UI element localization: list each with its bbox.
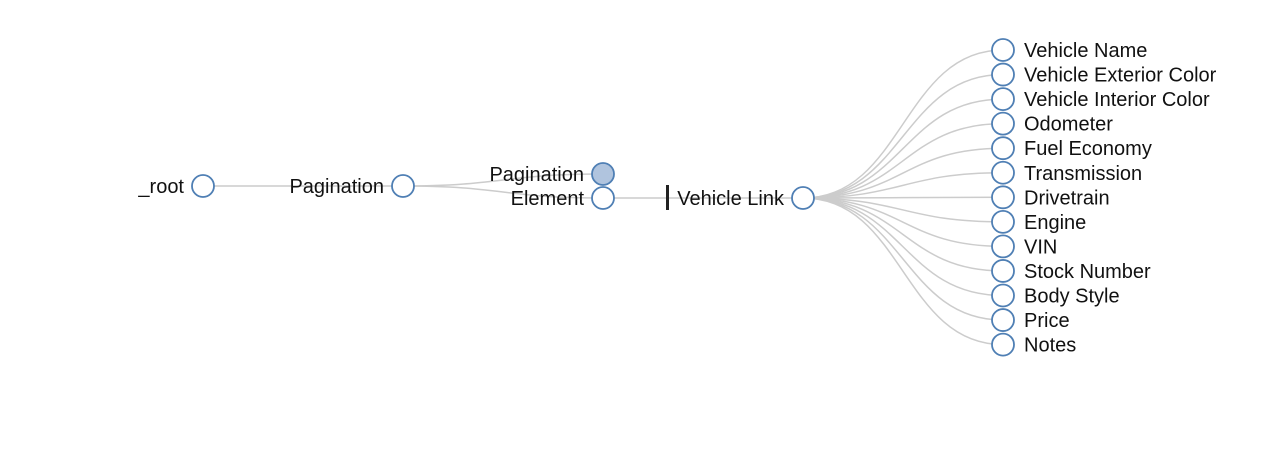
tree-node-root[interactable]: _root (137, 174, 215, 198)
node-label[interactable]: Pagination (289, 176, 384, 198)
tree-node-vehicle-name[interactable]: Vehicle Name (991, 38, 1147, 62)
tree-node-transmission[interactable]: Transmission (991, 160, 1142, 185)
node-label[interactable]: Notes (1024, 335, 1076, 357)
link-vehicle-link-notes (802, 197, 1004, 346)
node-circle[interactable] (991, 185, 1015, 210)
tree-node-element[interactable]: Element (511, 186, 615, 210)
node-label[interactable]: Engine (1024, 212, 1086, 234)
node-label[interactable]: Vehicle Link (677, 188, 785, 210)
link-vehicle-link-body-style (802, 197, 1004, 297)
node-circle[interactable] (991, 62, 1015, 87)
tree-node-engine[interactable]: Engine (991, 209, 1086, 234)
node-label[interactable]: Transmission (1024, 163, 1142, 185)
node-circle[interactable] (391, 174, 415, 198)
link-vehicle-link-vehicle-interior-color (802, 98, 1004, 199)
link-vehicle-link-transmission (802, 172, 1004, 199)
link-vehicle-link-vehicle-name (802, 49, 1004, 199)
link-pagination-pagination (402, 173, 604, 187)
tree-node-pagination-child[interactable]: Pagination (489, 162, 615, 186)
link-vehicle-link-price (802, 197, 1004, 321)
node-circle[interactable] (991, 160, 1015, 185)
text-cursor (666, 185, 669, 210)
node-circle[interactable] (991, 136, 1015, 161)
tree-node-vehicle-link[interactable]: Vehicle Link (677, 186, 815, 210)
node-label[interactable]: VIN (1024, 236, 1057, 258)
link-vehicle-link-vehicle-exterior-color (802, 73, 1004, 199)
node-circle[interactable] (991, 308, 1015, 332)
node-circle[interactable] (791, 186, 815, 210)
link-vehicle-link-engine (802, 197, 1004, 223)
node-label[interactable]: Element (511, 188, 585, 210)
tree-node-vehicle-interior-color[interactable]: Vehicle Interior Color (991, 87, 1210, 111)
node-label[interactable]: _root (137, 176, 184, 198)
node-label[interactable]: Pagination (489, 164, 584, 186)
node-label[interactable]: Vehicle Name (1024, 40, 1147, 62)
node-label[interactable]: Fuel Economy (1024, 138, 1152, 160)
node-label[interactable]: Drivetrain (1024, 187, 1110, 209)
link-vehicle-link-drivetrain (802, 196, 1004, 199)
node-circle[interactable] (991, 38, 1015, 62)
node-circle[interactable] (591, 162, 615, 186)
tree-node-drivetrain[interactable]: Drivetrain (991, 185, 1110, 210)
node-circle[interactable] (591, 186, 615, 210)
link-vehicle-link-stock-number (802, 197, 1004, 272)
node-circle[interactable] (991, 234, 1015, 259)
node-label[interactable]: Body Style (1024, 286, 1120, 308)
node-label[interactable]: Price (1024, 310, 1070, 332)
node-label[interactable]: Vehicle Interior Color (1024, 89, 1210, 111)
tree-node-body-style[interactable]: Body Style (991, 283, 1120, 308)
tree-node-notes[interactable]: Notes (991, 332, 1076, 357)
tree-node-vehicle-exterior-color[interactable]: Vehicle Exterior Color (991, 62, 1217, 87)
node-circle[interactable] (991, 259, 1015, 283)
link-pagination-element (402, 185, 604, 199)
node-circle[interactable] (191, 174, 215, 198)
tree-node-price[interactable]: Price (991, 308, 1070, 332)
link-vehicle-link-fuel-economy (802, 147, 1004, 199)
tree-node-fuel-economy[interactable]: Fuel Economy (991, 136, 1152, 161)
link-vehicle-link-odometer (802, 122, 1004, 199)
node-circle[interactable] (991, 111, 1015, 136)
tree-node-pagination[interactable]: Pagination (289, 174, 415, 198)
tree-node-vin[interactable]: VIN (991, 234, 1057, 259)
node-circle[interactable] (991, 332, 1015, 357)
tree-node-stock-number[interactable]: Stock Number (991, 259, 1151, 283)
tree-node-odometer[interactable]: Odometer (991, 111, 1113, 136)
node-label[interactable]: Stock Number (1024, 261, 1151, 283)
tree-links (203, 49, 1004, 346)
node-label[interactable]: Vehicle Exterior Color (1024, 65, 1217, 87)
node-circle[interactable] (991, 283, 1015, 308)
link-vehicle-link-vin (802, 197, 1004, 248)
node-label[interactable]: Odometer (1024, 114, 1113, 136)
node-circle[interactable] (991, 87, 1015, 111)
node-circle[interactable] (991, 209, 1015, 234)
